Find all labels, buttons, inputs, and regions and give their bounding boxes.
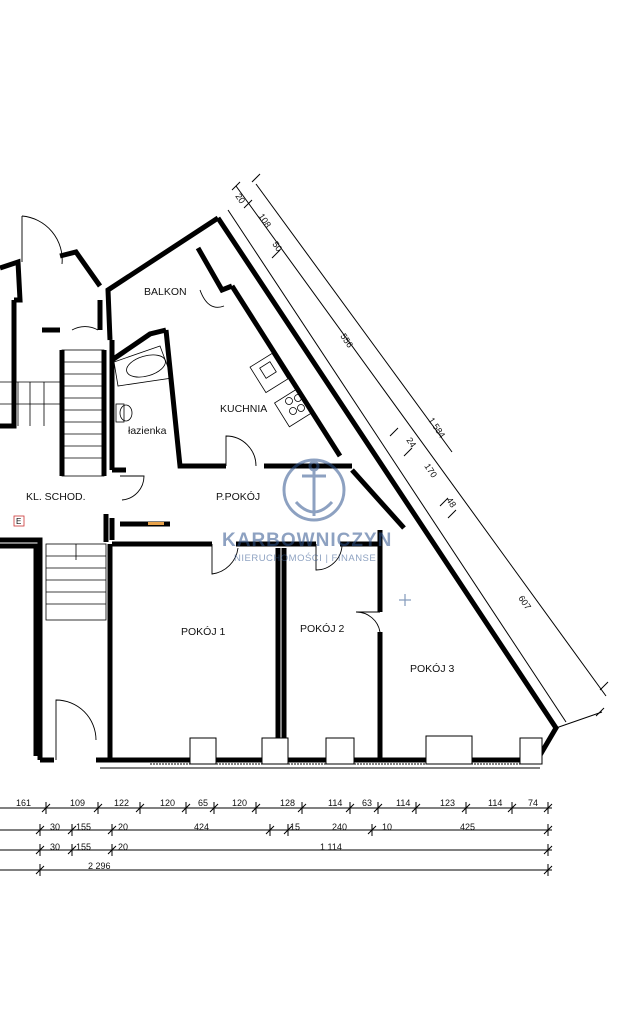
dim-row1-4: 65: [198, 798, 208, 808]
sink-icon: [249, 352, 289, 394]
room-label-lazienka: łazienka: [128, 425, 167, 437]
dim-20: 20: [233, 192, 247, 206]
dim-row2-0: 30: [50, 822, 60, 832]
dim-row2-5: 240: [332, 822, 347, 832]
compass-mark: [399, 594, 411, 606]
radiator: [148, 522, 164, 525]
dim-24: 24: [404, 436, 418, 450]
dim-row4-0: 2 296: [88, 861, 111, 871]
dim-row3-1: 155: [76, 842, 91, 852]
room-label-pokoj-2: POKÓJ 2: [300, 622, 345, 635]
toilet: [115, 403, 133, 423]
dim-row1-8: 63: [362, 798, 372, 808]
room-label-pokoj-3: POKÓJ 3: [410, 662, 455, 675]
room-label-kuchnia: KUCHNIA: [220, 403, 267, 415]
windows: [189, 735, 543, 765]
dim-row2-1: 155: [76, 822, 91, 832]
watermark-brand: KARBOWNICZYN: [222, 530, 392, 551]
dim-row2-3: 424: [194, 822, 209, 832]
dim-1584: 1 584: [426, 416, 447, 440]
dim-row2-7: 425: [460, 822, 475, 832]
dim-row1-3: 120: [160, 798, 175, 808]
electric-panel-sign: E: [13, 515, 25, 527]
dim-row3-0: 30: [50, 842, 60, 852]
dim-607: 607: [516, 594, 533, 612]
dim-row1-0: 161: [16, 798, 31, 808]
dim-row2-6: 10: [382, 822, 392, 832]
anchor-icon: [282, 458, 346, 522]
doors: [21, 215, 381, 760]
watermark: KARBOWNICZYN NIERUCHOMOŚCI | FINANSE: [222, 458, 392, 564]
dim-row1-7: 114: [328, 798, 342, 808]
dim-108: 108: [256, 212, 273, 230]
dim-row3-2: 20: [118, 842, 128, 852]
dim-row1-6: 128: [280, 798, 295, 808]
room-label-pokoj-1: POKÓJ 1: [181, 625, 226, 638]
bathtub: [113, 345, 173, 387]
dim-50: 50: [270, 240, 284, 254]
room-label-kl-schod: KL. SCHOD.: [26, 491, 86, 503]
dim-row3-3: 1 114: [320, 842, 342, 852]
dim-row1-11: 114: [488, 798, 502, 808]
dim-row1-5: 120: [232, 798, 247, 808]
dim-row1-2: 122: [114, 798, 129, 808]
diagonal-dimensions: 20 108 50 556 1 584 24 170 48 607: [231, 173, 609, 729]
room-labels: BALKON KUCHNIA łazienka KL. SCHOD. P.POK…: [26, 286, 455, 675]
watermark-tagline: NIERUCHOMOŚCI | FINANSE: [234, 552, 376, 564]
stove-icon: [274, 388, 312, 428]
dim-row2-2: 20: [118, 822, 128, 832]
svg-text:E: E: [16, 517, 21, 526]
bottom-dimensions: 161 109 122 120 65 120 128 114 63 114 12…: [0, 798, 553, 876]
dim-row1-10: 123: [440, 798, 455, 808]
room-label-balkon: BALKON: [144, 286, 187, 298]
staircase-upper: [0, 349, 105, 477]
staircase-lower: [45, 543, 107, 621]
dim-48: 48: [444, 496, 458, 510]
dim-row2-4: 15: [290, 822, 300, 832]
dim-170: 170: [422, 462, 439, 480]
dim-row1-1: 109: [70, 798, 85, 808]
room-label-p-pokoj: P.POKÓJ: [216, 490, 260, 503]
dim-row1-12: 74: [528, 798, 538, 808]
dim-row1-9: 114: [396, 798, 410, 808]
